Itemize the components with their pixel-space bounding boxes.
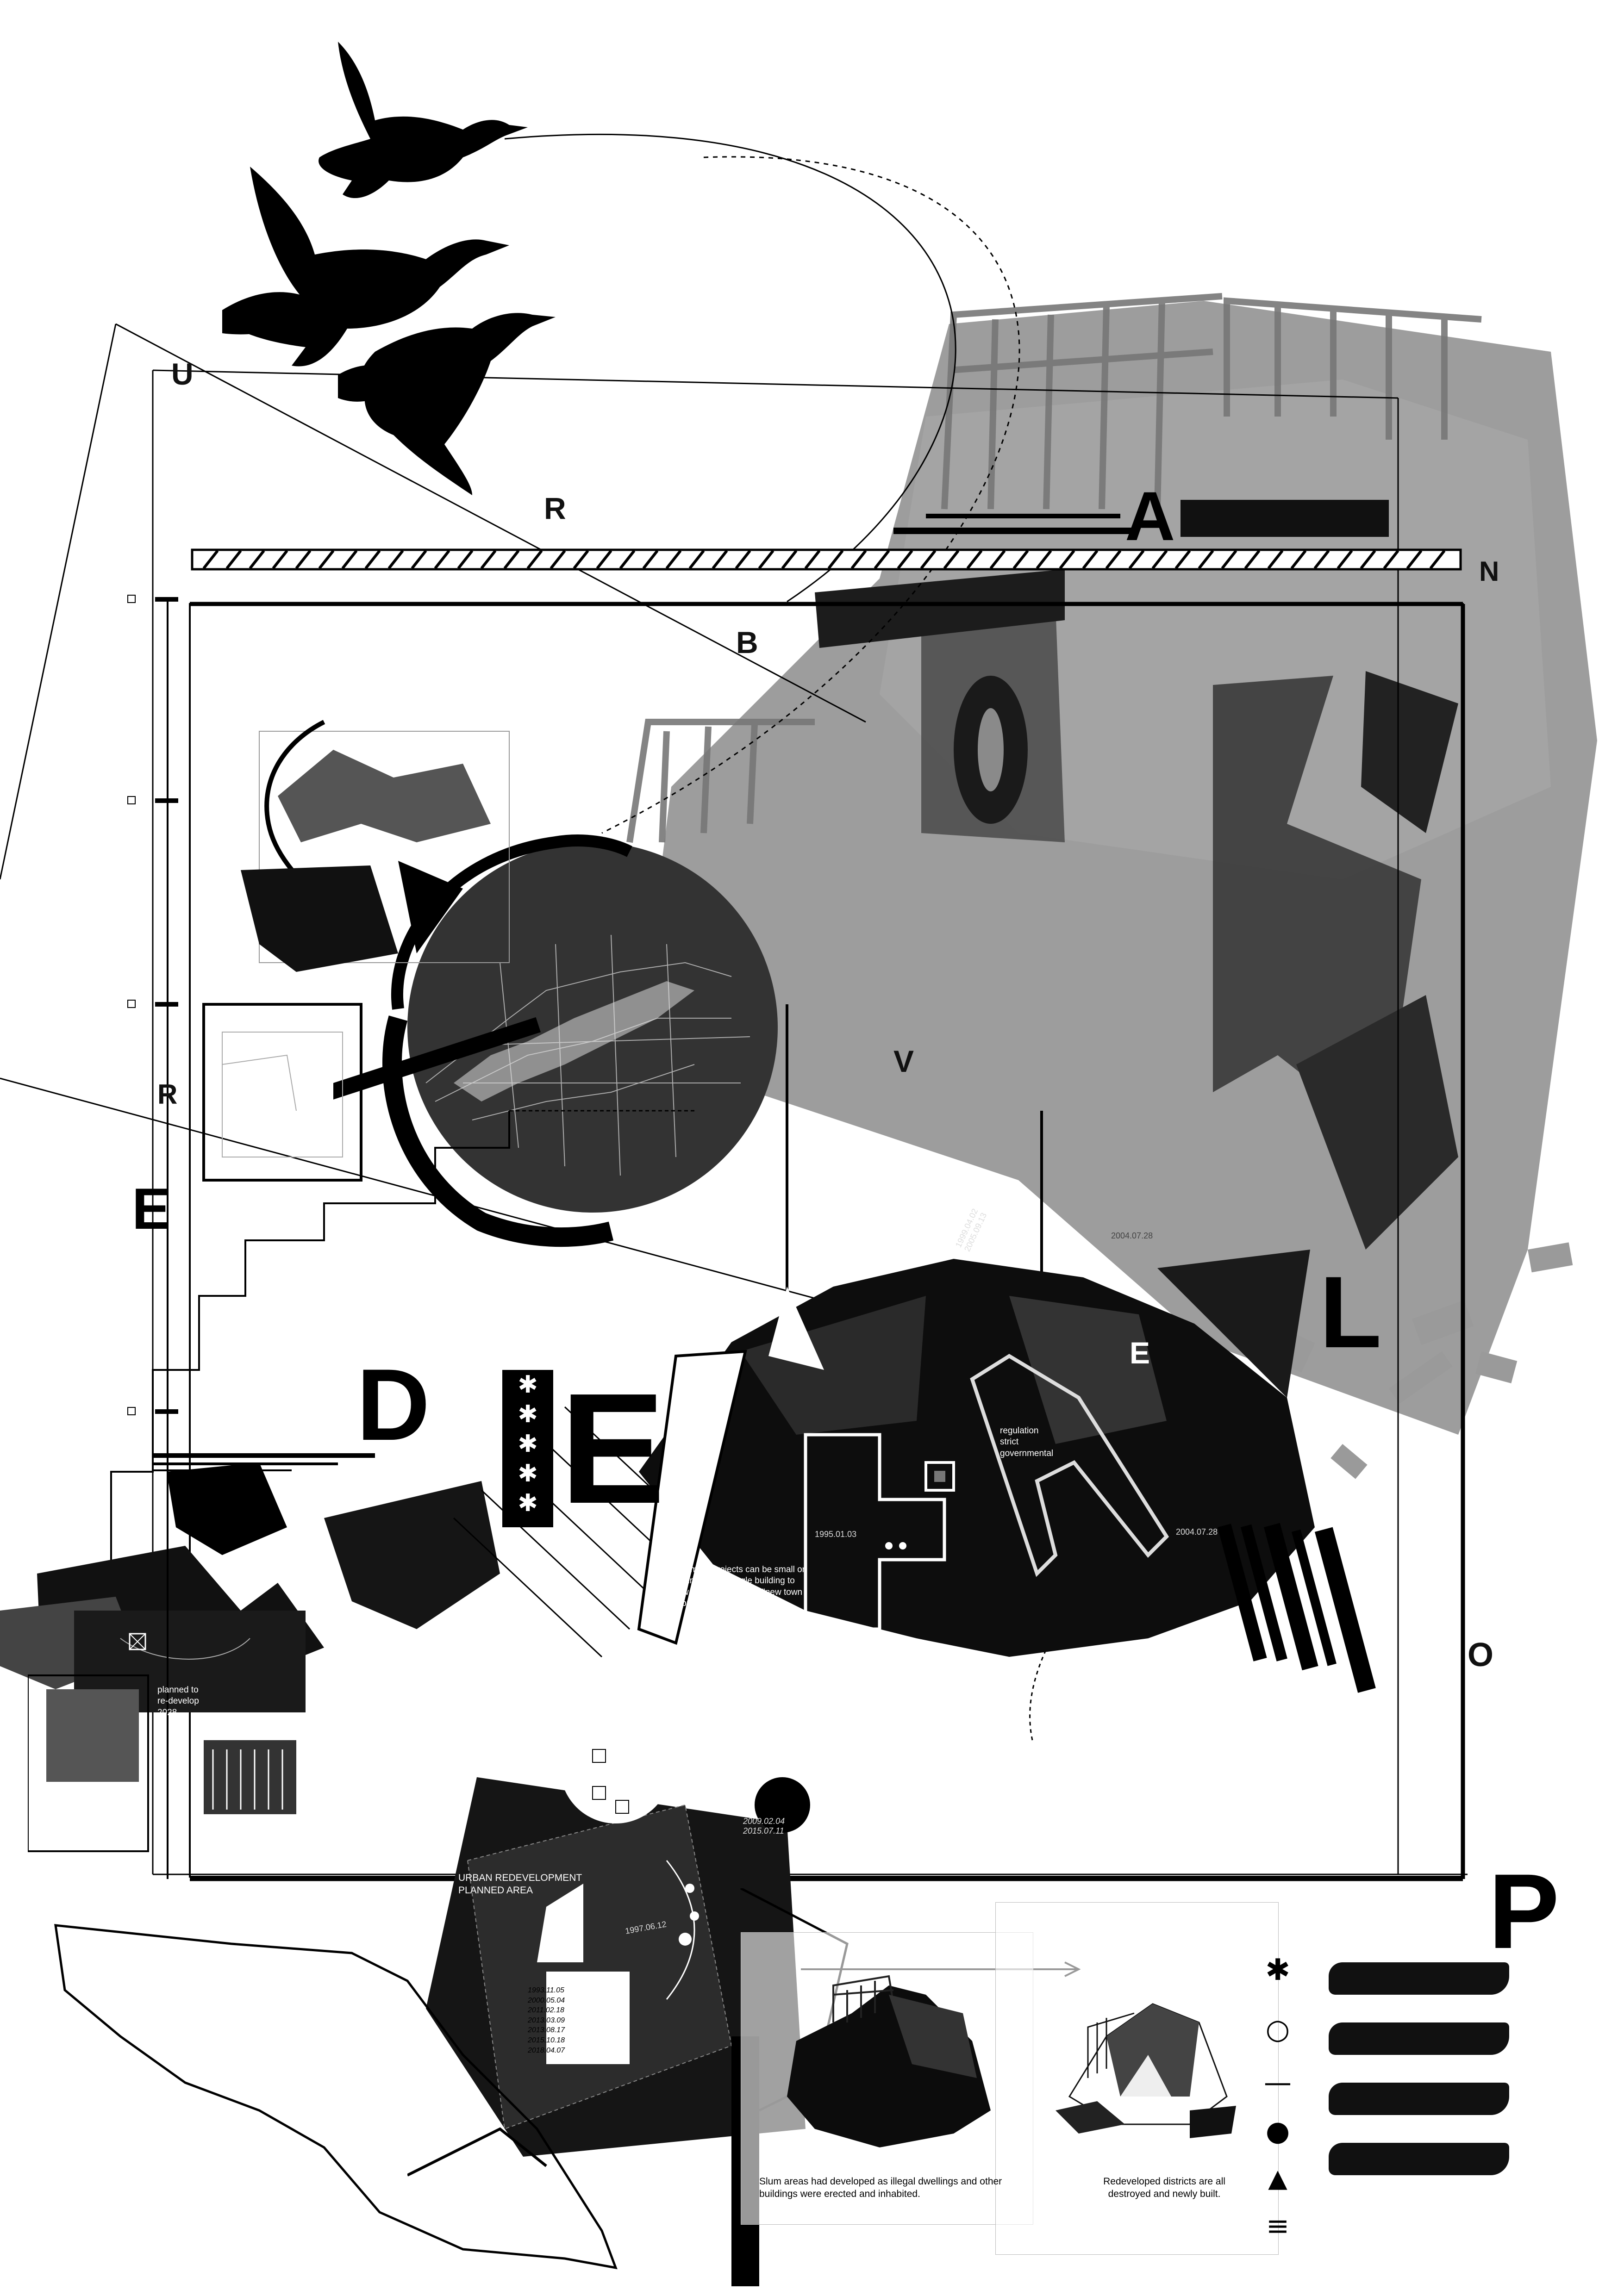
urban-redevelopment-area-label: URBAN REDEVELOPMENT PLANNED AREA (458, 1873, 582, 1896)
letter-e: E (560, 1361, 665, 1537)
bracket-line (167, 597, 169, 1879)
letter-l: L (1319, 1255, 1382, 1369)
slum-photo (787, 1975, 991, 2147)
slum-caption: Slum areas had developed as illegal dwel… (759, 2176, 1002, 2200)
letter-v: V (893, 1044, 914, 1078)
letter-p: P (1488, 1852, 1560, 1971)
letter-a: A (1125, 477, 1175, 555)
redeveloped-photo (1056, 2003, 1236, 2138)
date-label: 1995.01.03 (815, 1530, 857, 1539)
triple-line-icon: ≡ (1266, 2210, 1290, 2242)
circle-outline-icon: ○ (1265, 2013, 1290, 2046)
bracket-box (127, 595, 136, 603)
letter-e: E (1130, 1336, 1150, 1370)
central-circle-graphic (333, 834, 778, 1247)
asterisk-icon: ✱✱✱✱✱ (518, 1371, 538, 1517)
triangle-icon: ▲ (1268, 2164, 1287, 2193)
date-label: 2004.07.28 (1176, 1527, 1218, 1537)
dark-collage-mass (637, 1250, 1376, 1693)
letter-e: E (132, 1177, 171, 1241)
asterisk-column (502, 1370, 553, 1527)
letter-b: B (736, 625, 758, 660)
letter-o: O (1468, 1636, 1494, 1674)
letter-d: D (356, 1348, 430, 1462)
bracket-box (127, 1407, 136, 1415)
bracket-box (127, 1000, 136, 1008)
redeveloped-caption: Redeveloped districts are all destroyed … (1103, 2176, 1225, 2200)
letter-n: N (1479, 556, 1499, 587)
brush-strokes (1329, 1962, 1509, 2194)
planned-redevelop-note: planned to re-develop 2028 (157, 1685, 199, 1717)
regulation-note: regulation strict governmental (1000, 1426, 1054, 1458)
letter-r: R (544, 491, 566, 525)
redevelopment-projects-note: Redevelopment projects can be small or l… (648, 1565, 806, 1608)
flying-ducks-graphic (222, 42, 556, 495)
date-label: 2004.07.28 (1111, 1231, 1153, 1240)
date-label: 2009.02.04 2015.07.11 (743, 1817, 785, 1836)
asterisk-icon: ✱ (1265, 1953, 1290, 1987)
letter-r: R (157, 1079, 178, 1110)
dash-icon: — (1264, 2066, 1292, 2099)
letter-u: U (171, 357, 194, 391)
bracket-box (127, 796, 136, 804)
bottom-left-square-collage (28, 1611, 306, 1852)
circle-filled-icon: ● (1265, 2115, 1290, 2147)
date-list: 1993.11.05 2000.05.04 2011.02.18 2013.03… (528, 1986, 565, 2054)
planned-area-block (407, 1722, 810, 2177)
